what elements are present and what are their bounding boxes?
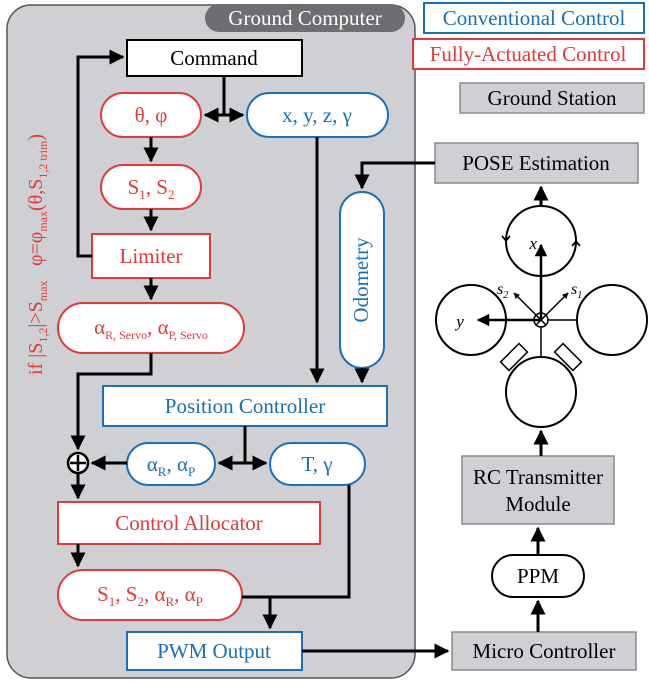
s1-axis-arrow [540, 292, 569, 321]
xyz-gamma-label: x, y, z, γ [282, 103, 352, 127]
x-axis-label: x [528, 234, 537, 253]
command-block [126, 39, 303, 77]
edge-limiter-feedback [76, 49, 125, 258]
odometry-label: Odometry [349, 237, 373, 323]
command-label: Command [170, 46, 258, 70]
s2-axis-arrow [513, 292, 542, 321]
pose-estimation-block [434, 142, 639, 184]
alpha-rp-label: αR, αP [147, 452, 195, 479]
ground-computer-title-badge [205, 4, 405, 32]
ground-computer-title: Ground Computer [228, 6, 381, 30]
s-alpha-output-label: S1, S2, αR, αP [97, 582, 203, 609]
y-axis-label: y [454, 312, 464, 331]
s-alpha-output-block [57, 569, 243, 621]
pwm-output-label: PWM Output [157, 639, 271, 663]
s2-axis-label: s2 [497, 281, 508, 301]
position-controller-label: Position Controller [165, 394, 325, 418]
legend-fully-actuated [412, 38, 645, 70]
alpha-servo-label: αR, Servo, αP, Servo [94, 315, 208, 342]
legend-ground-station [459, 82, 645, 114]
pose-estimation-label: POSE Estimation [462, 151, 610, 175]
edge-pose-odometry [354, 161, 435, 190]
servo-left [499, 342, 529, 372]
t-gamma-label: T, γ [301, 452, 332, 476]
legend-ground-station-label: Ground Station [488, 86, 617, 110]
legend-conventional-label: Conventional Control [443, 6, 626, 30]
legend-conventional [423, 2, 645, 34]
rotor-right [576, 284, 648, 356]
rotor-front-dir-b [571, 239, 581, 247]
edge-tgamma-pwm [270, 485, 351, 599]
quadrotor-illustration [435, 205, 648, 428]
rc-transmitter-block [461, 455, 615, 525]
rotor-rear [505, 356, 577, 428]
servo-right [553, 342, 583, 372]
saturation-condition: if |S1,2|>Smax [25, 281, 50, 375]
theta-phi-label: θ, φ [135, 103, 168, 127]
limiter-block [91, 233, 211, 279]
rc-transmitter-line1: RC Transmitter [473, 465, 603, 489]
micro-controller-block [451, 631, 637, 671]
edge-alpha-sum [70, 353, 153, 451]
position-controller-block [102, 385, 388, 427]
control-allocator-block [57, 501, 321, 545]
control-allocator-label: Control Allocator [115, 511, 263, 535]
micro-controller-label: Micro Controller [473, 639, 616, 663]
s1-s2-label: S1, S2 [128, 175, 175, 202]
ppm-label: PPM [517, 564, 559, 588]
legend-fully-actuated-label: Fully-Actuated Control [430, 42, 627, 66]
limiter-label: Limiter [120, 244, 183, 268]
rc-transmitter-line2: Module [505, 492, 570, 516]
saturation-formula: φ=φmax(θ,S1,2 trim) [25, 134, 50, 266]
rotor-front-dir-a [501, 235, 511, 243]
connections [70, 49, 549, 659]
t-gamma-block [269, 442, 366, 486]
s1-axis-label: s1 [571, 281, 582, 301]
